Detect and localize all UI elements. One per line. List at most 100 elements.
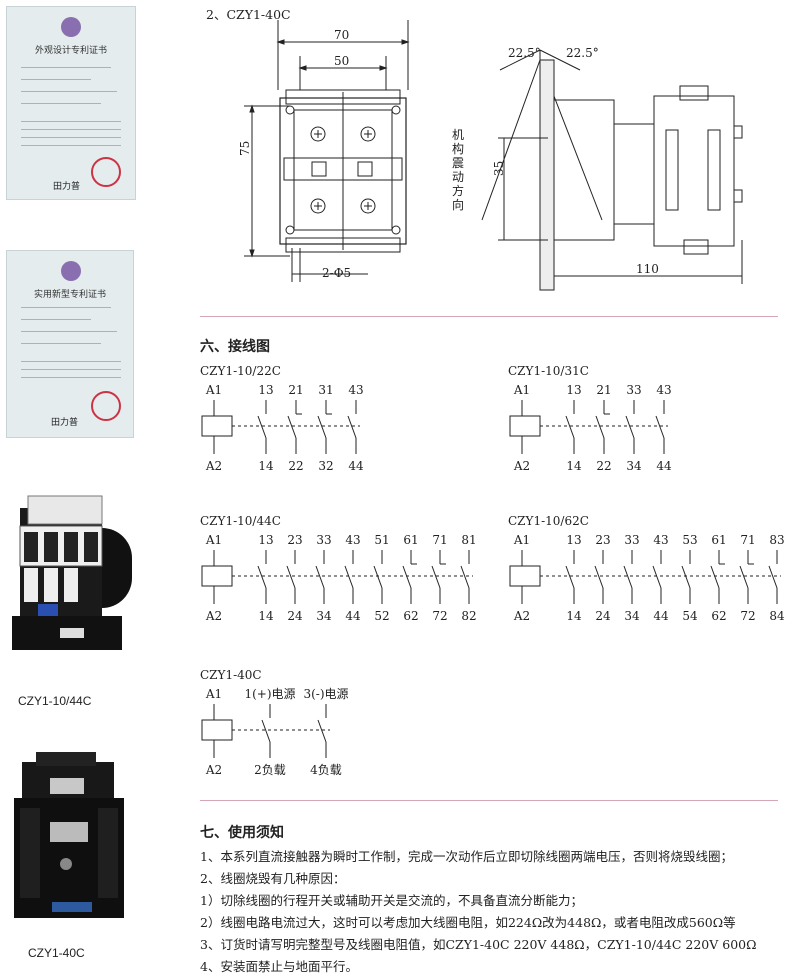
coil-terminal-label: A1 (513, 383, 530, 397)
contact-bottom-label: 52 (374, 609, 389, 623)
design-patent-certificate: 外观设计专利证书 田力普 (6, 6, 136, 200)
patent-logo-icon (61, 261, 81, 281)
signature: 田力普 (53, 182, 81, 192)
contact-blade (739, 565, 749, 589)
contact-bottom-label: 44 (656, 459, 672, 473)
contact-bottom-label: 22 (288, 459, 303, 473)
contact-top-label: 21 (288, 383, 303, 397)
contact-top-label: 71 (432, 533, 447, 547)
contact-blade (768, 565, 778, 589)
usage-section-title: 七、使用须知 (200, 825, 284, 841)
red-seal-icon (91, 391, 121, 421)
contact-top-label: 13 (258, 383, 273, 397)
coil-symbol (201, 719, 233, 741)
utility-patent-certificate: 实用新型专利证书 田力普 (6, 250, 134, 438)
contact-top-label: 23 (287, 533, 302, 547)
certificate-title: 外观设计专利证书 (34, 46, 107, 56)
dim-holes: 2-Φ5 (322, 266, 352, 280)
contact-blade (261, 719, 271, 743)
contact-blade (286, 565, 296, 589)
contact-blade (347, 415, 357, 439)
contact-bottom-label: 2负载 (254, 763, 286, 777)
usage-line: 4、安装面禁止与地面平行。 (200, 959, 358, 974)
diagram-name: CZY1-10/62C (508, 514, 589, 528)
contact-bottom-label: 34 (624, 609, 640, 623)
certificate-title: 实用新型专利证书 (33, 290, 106, 300)
contact-top-label: 51 (374, 533, 389, 547)
contact-bottom-label: 54 (682, 609, 698, 623)
contact-blade (623, 565, 633, 589)
contact-top-label: 31 (318, 383, 333, 397)
coil-terminal-label: A2 (205, 609, 222, 623)
diagram-name: CZY1-10/22C (200, 364, 281, 378)
contact-bottom-label: 44 (653, 609, 669, 623)
contact-blade (287, 415, 297, 439)
contact-blade (710, 565, 720, 589)
coil-symbol (509, 415, 541, 437)
contact-blade (652, 565, 662, 589)
contact-bottom-label: 62 (711, 609, 726, 623)
contact-top-label: 43 (653, 533, 668, 547)
diagram-name: CZY1-10/44C (200, 514, 281, 528)
contact-top-label: 83 (769, 533, 784, 547)
usage-line: 3、订货时请写明完整型号及线圈电阻值，如CZY1-40C 220V 448Ω，C… (200, 937, 757, 952)
wiring-section-title: 六、接线图 (200, 339, 270, 355)
diagram-name: CZY1-10/31C (508, 364, 589, 378)
contact-blade (315, 565, 325, 589)
dim-width-outer: 70 (334, 28, 350, 42)
contact-bottom-label: 34 (316, 609, 332, 623)
dim-height: 75 (238, 140, 252, 156)
contact-bottom-label: 14 (566, 609, 582, 623)
contact-top-label: 71 (740, 533, 755, 547)
dim-angle-right: 22.5° (566, 46, 599, 60)
contact-blade (257, 415, 267, 439)
contact-blade (344, 565, 354, 589)
contact-top-label: 43 (345, 533, 360, 547)
contact-bottom-label: 24 (287, 609, 303, 623)
contact-bottom-label: 14 (258, 609, 274, 623)
contact-blade (681, 565, 691, 589)
usage-line: 2）线圈电路电流过大，这时可以考虑加大线圈电阻，如224Ω改为448Ω，或者电阻… (200, 915, 736, 930)
contact-blade (373, 565, 383, 589)
coil-terminal-label: A2 (205, 459, 222, 473)
contact-top-label: 43 (656, 383, 671, 397)
contact-blade (655, 415, 665, 439)
dim-depth: 110 (636, 262, 659, 276)
contact-top-label: 1(+)电源 (244, 687, 295, 701)
contact-top-label: 53 (682, 533, 697, 547)
contact-top-label: 61 (403, 533, 418, 547)
contactor-photo (12, 495, 132, 650)
contact-blade (257, 565, 267, 589)
contact-top-label: 81 (461, 533, 476, 547)
dim-side-height: 35 (492, 160, 506, 176)
contact-blade (431, 565, 441, 589)
contact-blade (565, 415, 575, 439)
contact-top-label: 33 (626, 383, 641, 397)
contact-bottom-label: 14 (566, 459, 582, 473)
coil-terminal-label: A2 (513, 609, 530, 623)
contact-bottom-label: 22 (596, 459, 611, 473)
contact-top-label: 33 (316, 533, 331, 547)
contact-top-label: 21 (596, 383, 611, 397)
contact-top-label: 43 (348, 383, 363, 397)
contact-blade (595, 415, 605, 439)
usage-line: 1、本系列直流接触器为瞬时工作制，完成一次动作后立即切除线圈两端电压，否则将烧毁… (200, 849, 733, 864)
coil-symbol (509, 565, 541, 587)
contact-bottom-label: 14 (258, 459, 274, 473)
contact-bottom-label: 62 (403, 609, 418, 623)
coil-terminal-label: A2 (205, 763, 222, 777)
contact-bottom-label: 72 (432, 609, 447, 623)
contact-bottom-label: 44 (348, 459, 364, 473)
contactor-black-photo (14, 752, 124, 918)
red-seal-icon (91, 157, 121, 187)
dim-angle-left: 22.5° (508, 46, 541, 60)
contact-top-label: 61 (711, 533, 726, 547)
signature: 田力普 (51, 418, 79, 428)
dim-width-inner: 50 (334, 54, 350, 68)
contact-blade (317, 719, 327, 743)
contact-top-label: 3(-)电源 (303, 687, 348, 701)
side-view-drawing (481, 49, 743, 291)
contact-bottom-label: 44 (345, 609, 361, 623)
